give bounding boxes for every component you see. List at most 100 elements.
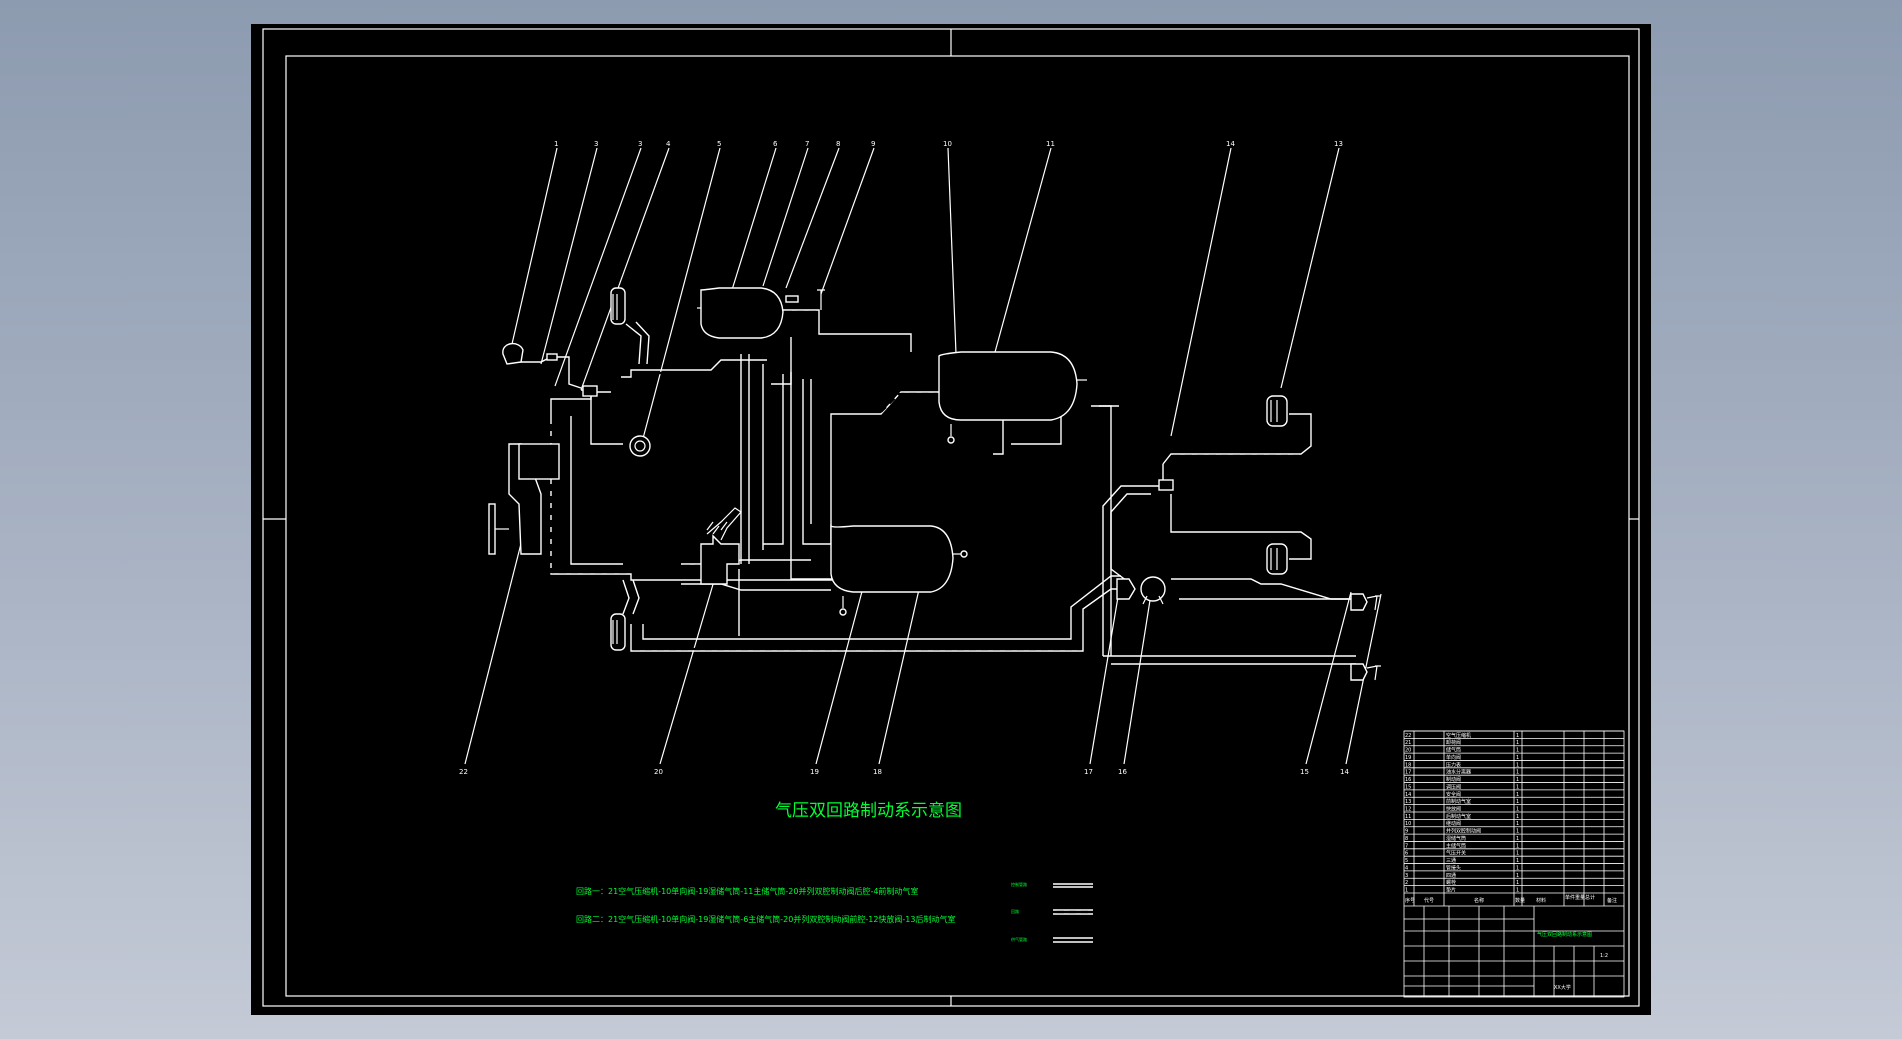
- parts-row-qty: 1: [1516, 807, 1519, 813]
- parts-row-number: 6: [1405, 851, 1408, 857]
- callout-22: 22: [459, 768, 468, 776]
- callout-13: 13: [1334, 140, 1343, 148]
- parts-row-qty: 1: [1516, 814, 1519, 820]
- tb-header-weight: 单件重量: [1565, 894, 1585, 901]
- parts-row-number: 13: [1405, 799, 1411, 805]
- parts-row-number: 11: [1405, 814, 1411, 820]
- parts-row-name: 气压开关: [1446, 850, 1466, 857]
- legend-label-1: 控制管路: [1011, 881, 1027, 887]
- parts-row-qty: 1: [1516, 873, 1519, 879]
- callout-7: 7: [805, 140, 809, 148]
- parts-row-name: 继动阀: [1446, 820, 1461, 827]
- tb-drawing-name: 气压双回路制动系示意图: [1537, 931, 1592, 938]
- parts-row-number: 18: [1405, 762, 1411, 768]
- parts-row-qty: 1: [1516, 836, 1519, 842]
- parts-row-name: 油水分离器: [1446, 769, 1471, 776]
- tb-header-qty: 数量: [1515, 897, 1525, 904]
- parts-row-name: 螺栓: [1446, 879, 1456, 886]
- callout-16: 16: [1118, 768, 1127, 776]
- parts-row-number: 17: [1405, 770, 1411, 776]
- parts-row-name: 湿储气筒: [1446, 835, 1466, 842]
- parts-row-number: 12: [1405, 807, 1411, 813]
- parts-row-qty: 1: [1516, 762, 1519, 768]
- callout-19: 19: [810, 768, 819, 776]
- callout-leaders-bottom: [464, 523, 1382, 765]
- callout-14: 14: [1340, 768, 1349, 776]
- callout-15: 15: [1300, 768, 1309, 776]
- valve-15-lower: [1350, 663, 1368, 681]
- schematic-drawing: 1 3 3 4 5 6 7 8 9 10 11 14 13 22 20 19 1…: [262, 28, 1640, 1007]
- parts-row-number: 21: [1405, 740, 1411, 746]
- callout-2: 3: [594, 140, 598, 148]
- callout-12: 14: [1226, 140, 1235, 148]
- tb-scale: 1:2: [1600, 953, 1608, 959]
- tb-header-code: 代号: [1424, 897, 1434, 904]
- parts-row-qty: 1: [1516, 770, 1519, 776]
- parts-row-name: 主储气筒: [1446, 842, 1466, 849]
- parts-row-name: 安全阀: [1446, 791, 1461, 798]
- parts-row-qty: 1: [1516, 748, 1519, 754]
- callout-3: 3: [638, 140, 642, 148]
- front-brake-chamber-top: [610, 287, 626, 325]
- quick-release-valve: [1158, 479, 1174, 491]
- tb-school: XX大学: [1554, 984, 1571, 991]
- callout-6: 6: [773, 140, 778, 148]
- parts-row-qty: 1: [1516, 740, 1519, 746]
- parts-row-name: 调压阀: [1446, 783, 1461, 790]
- parts-row-name: 单向阀: [1446, 754, 1461, 761]
- callout-4: 4: [666, 140, 671, 148]
- legend-label-3: 供气管路: [1011, 936, 1027, 942]
- callout-11: 11: [1046, 140, 1055, 148]
- callout-numbers-bottom: 22 20 19 18 17 16 15 14: [459, 768, 1349, 776]
- parts-row-number: 15: [1405, 784, 1411, 790]
- callout-8: 8: [836, 140, 840, 148]
- callout-9: 9: [871, 140, 875, 148]
- parts-row-name: 前制动气室: [1446, 798, 1471, 805]
- parts-row-name: 空气压缩机: [1446, 732, 1471, 739]
- callout-1: 1: [554, 140, 558, 148]
- tb-header-name: 名称: [1474, 897, 1484, 904]
- relay-valve: [1140, 576, 1166, 602]
- legend-label-2: 回路: [1011, 908, 1019, 914]
- parts-row-name: 后制动气室: [1446, 813, 1471, 820]
- parts-row-number: 4: [1405, 865, 1408, 871]
- parts-row-number: 14: [1405, 792, 1411, 798]
- parts-row-number: 9: [1405, 829, 1408, 835]
- parts-row-qty: 1: [1516, 829, 1519, 835]
- parts-row-number: 22: [1405, 733, 1411, 739]
- parts-row-name: 快放阀: [1446, 806, 1461, 813]
- parts-row-name: 卸荷阀: [1446, 739, 1461, 746]
- parts-row-qty: 1: [1516, 888, 1519, 894]
- pressure-gauge: [629, 435, 651, 457]
- pressure-switch: [1116, 578, 1136, 600]
- callout-18: 18: [873, 768, 882, 776]
- parts-row-number: 5: [1405, 858, 1408, 864]
- wet-tank: [830, 524, 954, 593]
- parts-row-qty: 1: [1516, 792, 1519, 798]
- inner-frame: [285, 55, 1630, 997]
- circuit-one-text: 回路一：21空气压缩机-10单向阀-19湿储气筒-11主储气筒-20并列双腔制动…: [576, 886, 918, 896]
- parts-row-number: 20: [1405, 748, 1411, 754]
- parts-row-name: 管接头: [1446, 864, 1461, 871]
- callout-20: 20: [654, 768, 663, 776]
- parts-row-number: 10: [1405, 821, 1411, 827]
- parts-row-qty: 1: [1516, 843, 1519, 849]
- front-brake-chamber-bottom: [610, 613, 626, 651]
- parts-row-qty: 1: [1516, 733, 1519, 739]
- tb-header-total: 总计: [1585, 894, 1595, 901]
- outer-frame: [262, 28, 1640, 1007]
- components: [488, 287, 1381, 681]
- parts-row-number: 8: [1405, 836, 1408, 842]
- parts-row-qty: 1: [1516, 858, 1519, 864]
- pipe-network: [517, 309, 1356, 665]
- parts-row-qty: 1: [1516, 880, 1519, 886]
- drawing-title: 气压双回路制动系示意图: [775, 801, 962, 821]
- parts-row-name: 储气筒: [1446, 747, 1461, 754]
- tb-header-material: 材料: [1536, 897, 1546, 904]
- parts-row-qty: 1: [1516, 821, 1519, 827]
- drawing-viewport[interactable]: 1 3 3 4 5 6 7 8 9 10 11 14 13 22 20 19 1…: [251, 24, 1651, 1015]
- parts-row-qty: 1: [1516, 755, 1519, 761]
- parts-row-qty: 1: [1516, 777, 1519, 783]
- main-tank: [938, 351, 1078, 421]
- dual-brake-valve: [700, 534, 740, 585]
